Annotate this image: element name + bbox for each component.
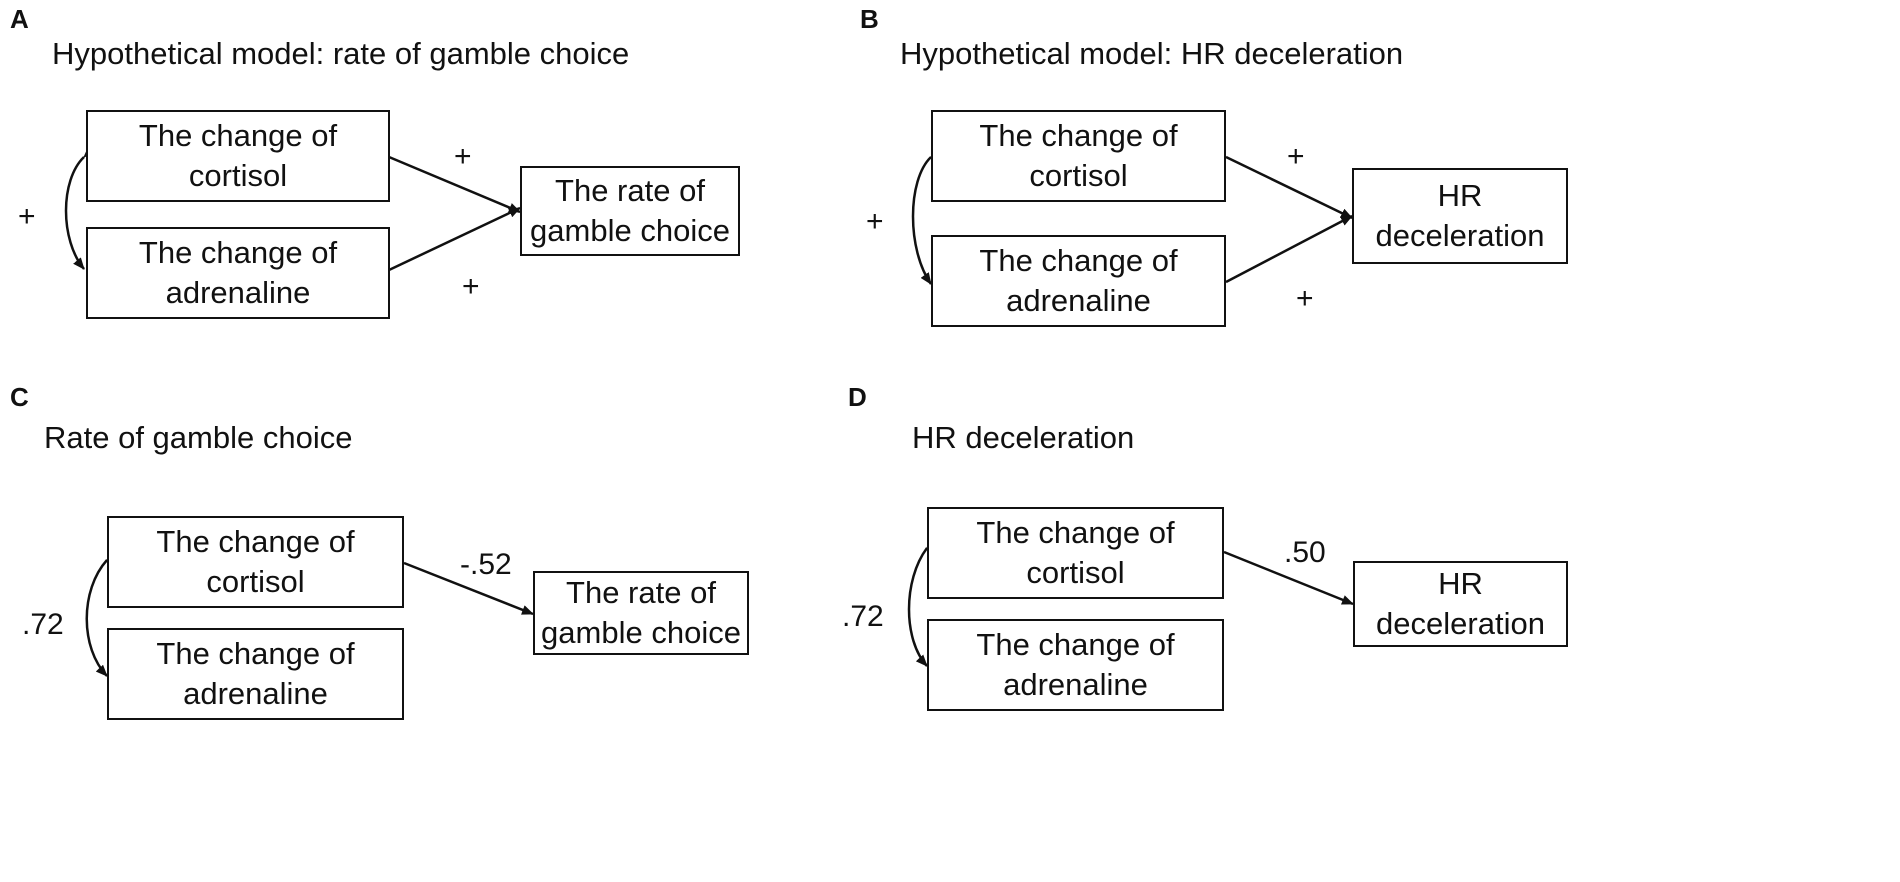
panel-letter-b: B bbox=[860, 4, 879, 34]
box-outcome-d: HR deceleration bbox=[1353, 561, 1568, 647]
correlation-label-d: .72 bbox=[842, 600, 884, 633]
path-label-a-cortisol: + bbox=[454, 140, 472, 173]
panel-letter-d: D bbox=[848, 382, 867, 412]
correlation-arrow-d bbox=[907, 536, 938, 667]
box-adrenaline-b: The change of adrenaline bbox=[931, 235, 1226, 327]
box-outcome-a: The rate of gamble choice bbox=[520, 166, 740, 256]
panel-title-a: Hypothetical model: rate of gamble choic… bbox=[52, 36, 630, 71]
correlation-arrow-a bbox=[64, 145, 96, 270]
box-adrenaline-d: The change of adrenaline bbox=[927, 619, 1224, 711]
box-cortisol-b: The change of cortisol bbox=[931, 110, 1226, 202]
path-arrow-b-adrenaline bbox=[1225, 214, 1353, 284]
path-arrow-a-cortisol bbox=[388, 155, 521, 214]
box-cortisol-d: The change of cortisol bbox=[927, 507, 1224, 599]
panel-title-b: Hypothetical model: HR deceleration bbox=[900, 36, 1404, 71]
box-outcome-c: The rate of gamble choice bbox=[533, 571, 749, 655]
box-adrenaline-c: The change of adrenaline bbox=[107, 628, 404, 720]
path-label-a-adrenaline: + bbox=[462, 270, 480, 303]
correlation-arrow-c bbox=[85, 548, 119, 677]
panel-title-c: Rate of gamble choice bbox=[44, 420, 353, 455]
panel-letter-a: A bbox=[10, 4, 29, 34]
path-label-c-cortisol: -.52 bbox=[460, 548, 512, 581]
panel-title-d: HR deceleration bbox=[912, 420, 1135, 455]
path-arrow-b-cortisol bbox=[1225, 155, 1353, 220]
path-label-d-cortisol: .50 bbox=[1284, 536, 1326, 569]
panel-letter-c: C bbox=[10, 382, 29, 412]
path-arrow-d-cortisol bbox=[1223, 550, 1354, 606]
box-outcome-b: HR deceleration bbox=[1352, 168, 1568, 264]
path-label-b-adrenaline: + bbox=[1296, 282, 1314, 315]
path-arrow-a-adrenaline bbox=[388, 206, 521, 272]
box-cortisol-c: The change of cortisol bbox=[107, 516, 404, 608]
correlation-label-c: .72 bbox=[22, 608, 64, 641]
box-adrenaline-a: The change of adrenaline bbox=[86, 227, 390, 319]
correlation-label-a: + bbox=[18, 200, 36, 233]
path-label-b-cortisol: + bbox=[1287, 140, 1305, 173]
correlation-label-b: + bbox=[866, 205, 884, 238]
path-arrow-c-cortisol bbox=[403, 561, 534, 616]
box-cortisol-a: The change of cortisol bbox=[86, 110, 390, 202]
correlation-arrow-b bbox=[911, 145, 943, 285]
